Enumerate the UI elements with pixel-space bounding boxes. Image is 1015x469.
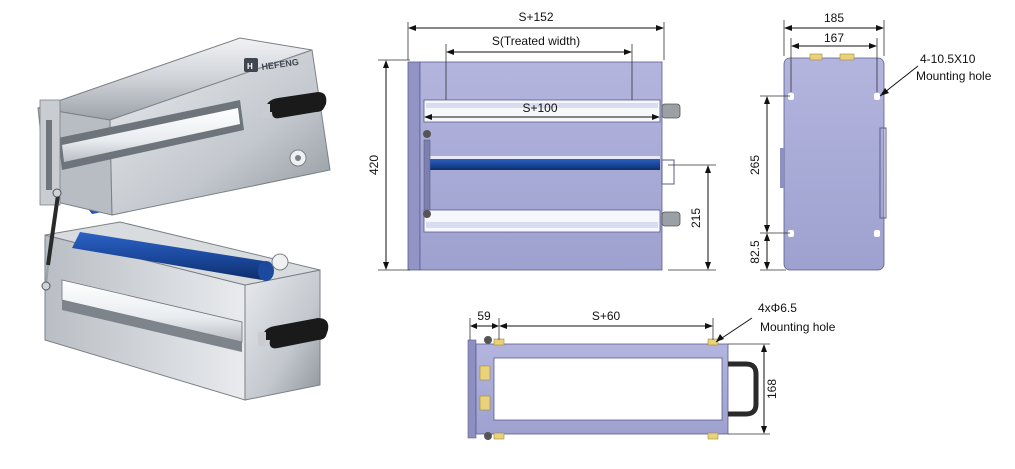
dim-upper-label: 265	[748, 155, 762, 175]
mount-hole-tl	[788, 93, 794, 100]
dim-shaft-label: 215	[689, 208, 703, 228]
side-view: 185 167 4-10.5X10 Mounting hole 265 82.5	[748, 11, 992, 271]
upper-handle	[262, 92, 327, 119]
front-side-plate	[407, 61, 421, 271]
mount-hole-br	[874, 230, 880, 237]
bottom-end-plate	[467, 339, 477, 439]
dim-inner-label: 167	[824, 31, 844, 45]
bottom-view: 59 S+60 4xΦ6.5 Mounting hole 168	[467, 301, 836, 440]
lower-latch	[271, 253, 289, 271]
mount-hole-bl	[788, 230, 794, 237]
dim-outer-label: 185	[824, 11, 844, 25]
bottom-handle	[728, 361, 759, 417]
dim-depth-label: 168	[765, 379, 779, 399]
lower-handle	[258, 318, 329, 349]
middle-blue-roller	[424, 158, 660, 170]
front-view: S+152 S(Treated width) S+100 420 215	[367, 10, 716, 271]
mount-hole-tr	[874, 93, 880, 100]
product-render: H HEFENG	[37, 37, 331, 401]
dim-lower-label: 82.5	[748, 240, 762, 264]
bottom-holes-spec: 4xΦ6.5	[758, 301, 797, 315]
svg-text:H: H	[247, 62, 253, 71]
side-holes-label: Mounting hole	[916, 69, 992, 83]
dim-span-label: S+60	[592, 309, 621, 323]
dim-height-label: 420	[367, 155, 381, 175]
dim-top-label: S+152	[518, 10, 553, 24]
side-body	[783, 57, 885, 271]
dim-roller-label: S+100	[522, 101, 557, 115]
lower-shaft	[661, 211, 681, 227]
upper-shaft	[661, 103, 681, 119]
gas-strut	[41, 188, 62, 291]
lower-roller	[423, 209, 661, 233]
upper-lid: H HEFENG	[37, 37, 331, 216]
dim-treated-label: S(Treated width)	[492, 34, 580, 48]
hefeng-logo-icon: H	[244, 58, 258, 72]
bottom-opening	[493, 357, 723, 421]
side-holes-spec: 4-10.5X10	[920, 52, 976, 66]
dim-left-label: 59	[477, 309, 491, 323]
bottom-holes-label: Mounting hole	[760, 320, 836, 334]
